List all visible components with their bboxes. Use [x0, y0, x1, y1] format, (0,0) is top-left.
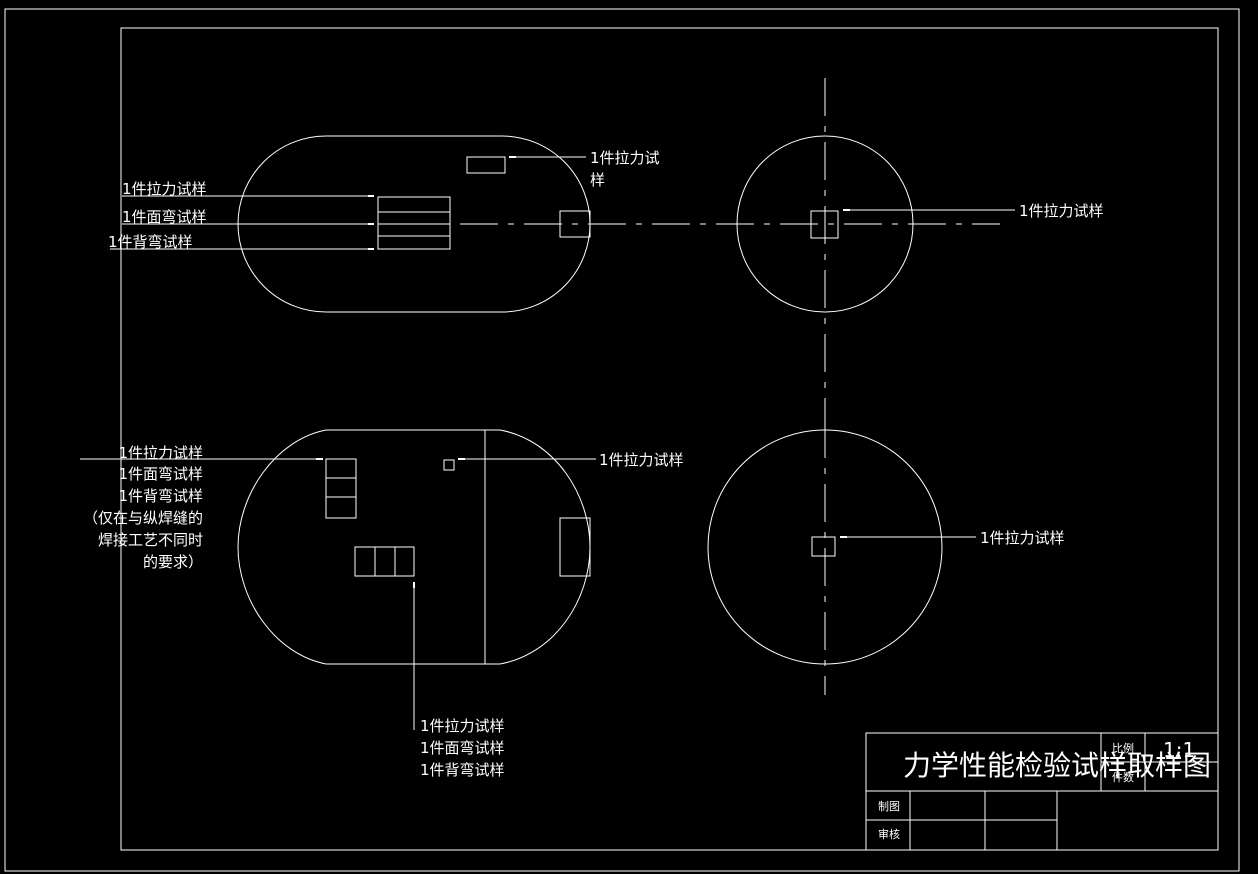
leader-tick — [840, 536, 847, 538]
label-top-right-tension-2: 样 — [590, 171, 605, 189]
label-top-circle-tension: 1件拉力试样 — [1019, 202, 1104, 220]
bottom-vertical-specimens — [325, 458, 357, 519]
label-bottom-lower-tension: 1件拉力试样 — [420, 717, 505, 735]
label-bottom-left-note-1: （仅在与纵焊缝的 — [83, 509, 203, 527]
bottom-horizontal-specimens — [354, 546, 415, 577]
top-left-vessel: 1件拉力试样 1件面弯试样 1件背弯试样 1件拉力试 样 — [108, 135, 1000, 313]
leader-tick — [316, 458, 323, 460]
bottom-circle-view: 1件拉力试样 — [707, 420, 1065, 695]
leader-tick — [413, 582, 415, 588]
bottom-left-vessel: 1件拉力试样 1件面弯试样 1件背弯试样 （仅在与纵焊缝的 焊接工艺不同时 的要… — [80, 429, 684, 779]
top-right-specimen — [559, 210, 591, 238]
top-left-vessel-outline — [237, 135, 591, 313]
bottom-small-specimen — [443, 459, 455, 471]
label-bottom-left-face-bend: 1件面弯试样 — [118, 465, 203, 483]
label-bottom-circle-tension: 1件拉力试样 — [980, 529, 1065, 547]
bottom-right-specimen — [559, 517, 591, 577]
label-top-left-back-bend: 1件背弯试样 — [108, 233, 193, 251]
label-top-left-face-bend: 1件面弯试样 — [122, 208, 207, 226]
top-circle-specimen — [810, 210, 839, 239]
label-bottom-left-tension: 1件拉力试样 — [118, 444, 203, 462]
top-circle-view: 1件拉力试样 — [736, 78, 1104, 420]
label-bottom-lower-face-bend: 1件面弯试样 — [420, 739, 505, 757]
leader-tick — [368, 195, 374, 197]
drawn-by-label: 制图 — [878, 800, 900, 813]
label-bottom-left-back-bend: 1件背弯试样 — [118, 487, 203, 505]
leader-tick — [368, 223, 374, 225]
title-block: 比例 件数 1:1 力学性能检验试样取样图 制图 审核 — [865, 732, 1219, 851]
leader-tick — [509, 156, 516, 158]
label-bottom-mid-tension: 1件拉力试样 — [599, 451, 684, 469]
label-bottom-left-note-2: 焊接工艺不同时 — [98, 531, 203, 549]
label-bottom-lower-back-bend: 1件背弯试样 — [420, 761, 505, 779]
outer-border — [4, 8, 1240, 872]
count-label: 件数 — [1112, 771, 1134, 784]
top-left-specimen-block — [377, 196, 451, 250]
inner-frame — [120, 27, 1219, 851]
bottom-circle-specimen — [811, 536, 836, 557]
label-top-left-tension: 1件拉力试样 — [122, 180, 207, 198]
leader-tick — [368, 248, 374, 250]
review-label: 审核 — [878, 827, 900, 841]
bottom-circle — [707, 429, 943, 665]
drawing-title: 力学性能检验试样取样图 — [903, 749, 1211, 782]
top-small-specimen — [466, 156, 506, 174]
label-bottom-left-note-3: 的要求） — [143, 553, 203, 571]
bottom-left-vessel-outline — [237, 429, 591, 665]
label-top-right-tension-1: 1件拉力试 — [590, 149, 660, 167]
leader-tick — [458, 458, 465, 460]
scale-value: 1:1 — [1163, 738, 1195, 762]
top-circle — [736, 135, 914, 313]
scale-label: 比例 — [1112, 741, 1134, 755]
leader-tick — [843, 209, 850, 211]
